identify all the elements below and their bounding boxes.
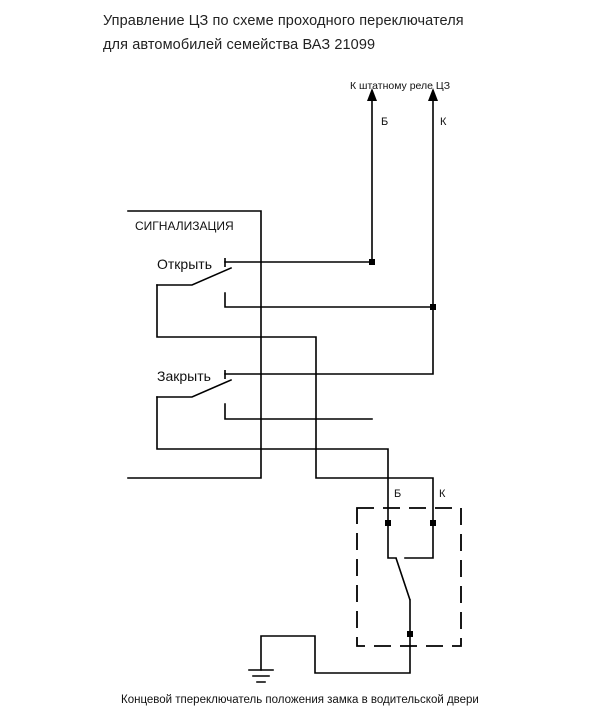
relay-label: К штатному реле ЦЗ (350, 80, 451, 92)
arrow-k (428, 88, 438, 101)
junction-door-b (385, 520, 391, 526)
close-switch-label: Закрыть (157, 368, 211, 384)
wire-open-common (156, 266, 233, 286)
alarm-block-outline (127, 210, 262, 479)
wire-door-common (260, 599, 411, 674)
junction-b-top (369, 259, 375, 265)
terminal-b-top-label: Б (381, 116, 389, 128)
junction-k-top (430, 304, 436, 310)
ground-symbol (248, 669, 274, 683)
wire-open-loop (156, 284, 434, 524)
diagram-caption: Концевой тпереключатель положения замка … (121, 694, 479, 706)
wire-door-k (404, 522, 434, 559)
wire-close-loop (156, 396, 389, 524)
terminal-k-bottom-label: К (439, 488, 446, 500)
junction-door-k (430, 520, 436, 526)
arrow-b (367, 88, 377, 101)
terminal-b-bottom-label: Б (394, 488, 402, 500)
wire-close-top (224, 306, 434, 375)
open-switch-label: Открыть (157, 256, 212, 272)
door-switch-enclosure (356, 507, 462, 647)
wire-close-common (156, 378, 233, 398)
wire-open-bottom (224, 292, 434, 308)
junction-door-common (407, 631, 413, 637)
door-switch-lever (395, 557, 411, 601)
diagram-title-line1: Управление ЦЗ по схеме проходного перекл… (103, 13, 464, 29)
alarm-label: СИГНАЛИЗАЦИЯ (135, 219, 234, 233)
wire-door-b (387, 522, 397, 559)
diagram-title-line2: для автомобилей семейства ВАЗ 21099 (103, 37, 376, 53)
wire-close-bottom (224, 403, 373, 420)
terminal-k-top-label: К (440, 116, 447, 128)
